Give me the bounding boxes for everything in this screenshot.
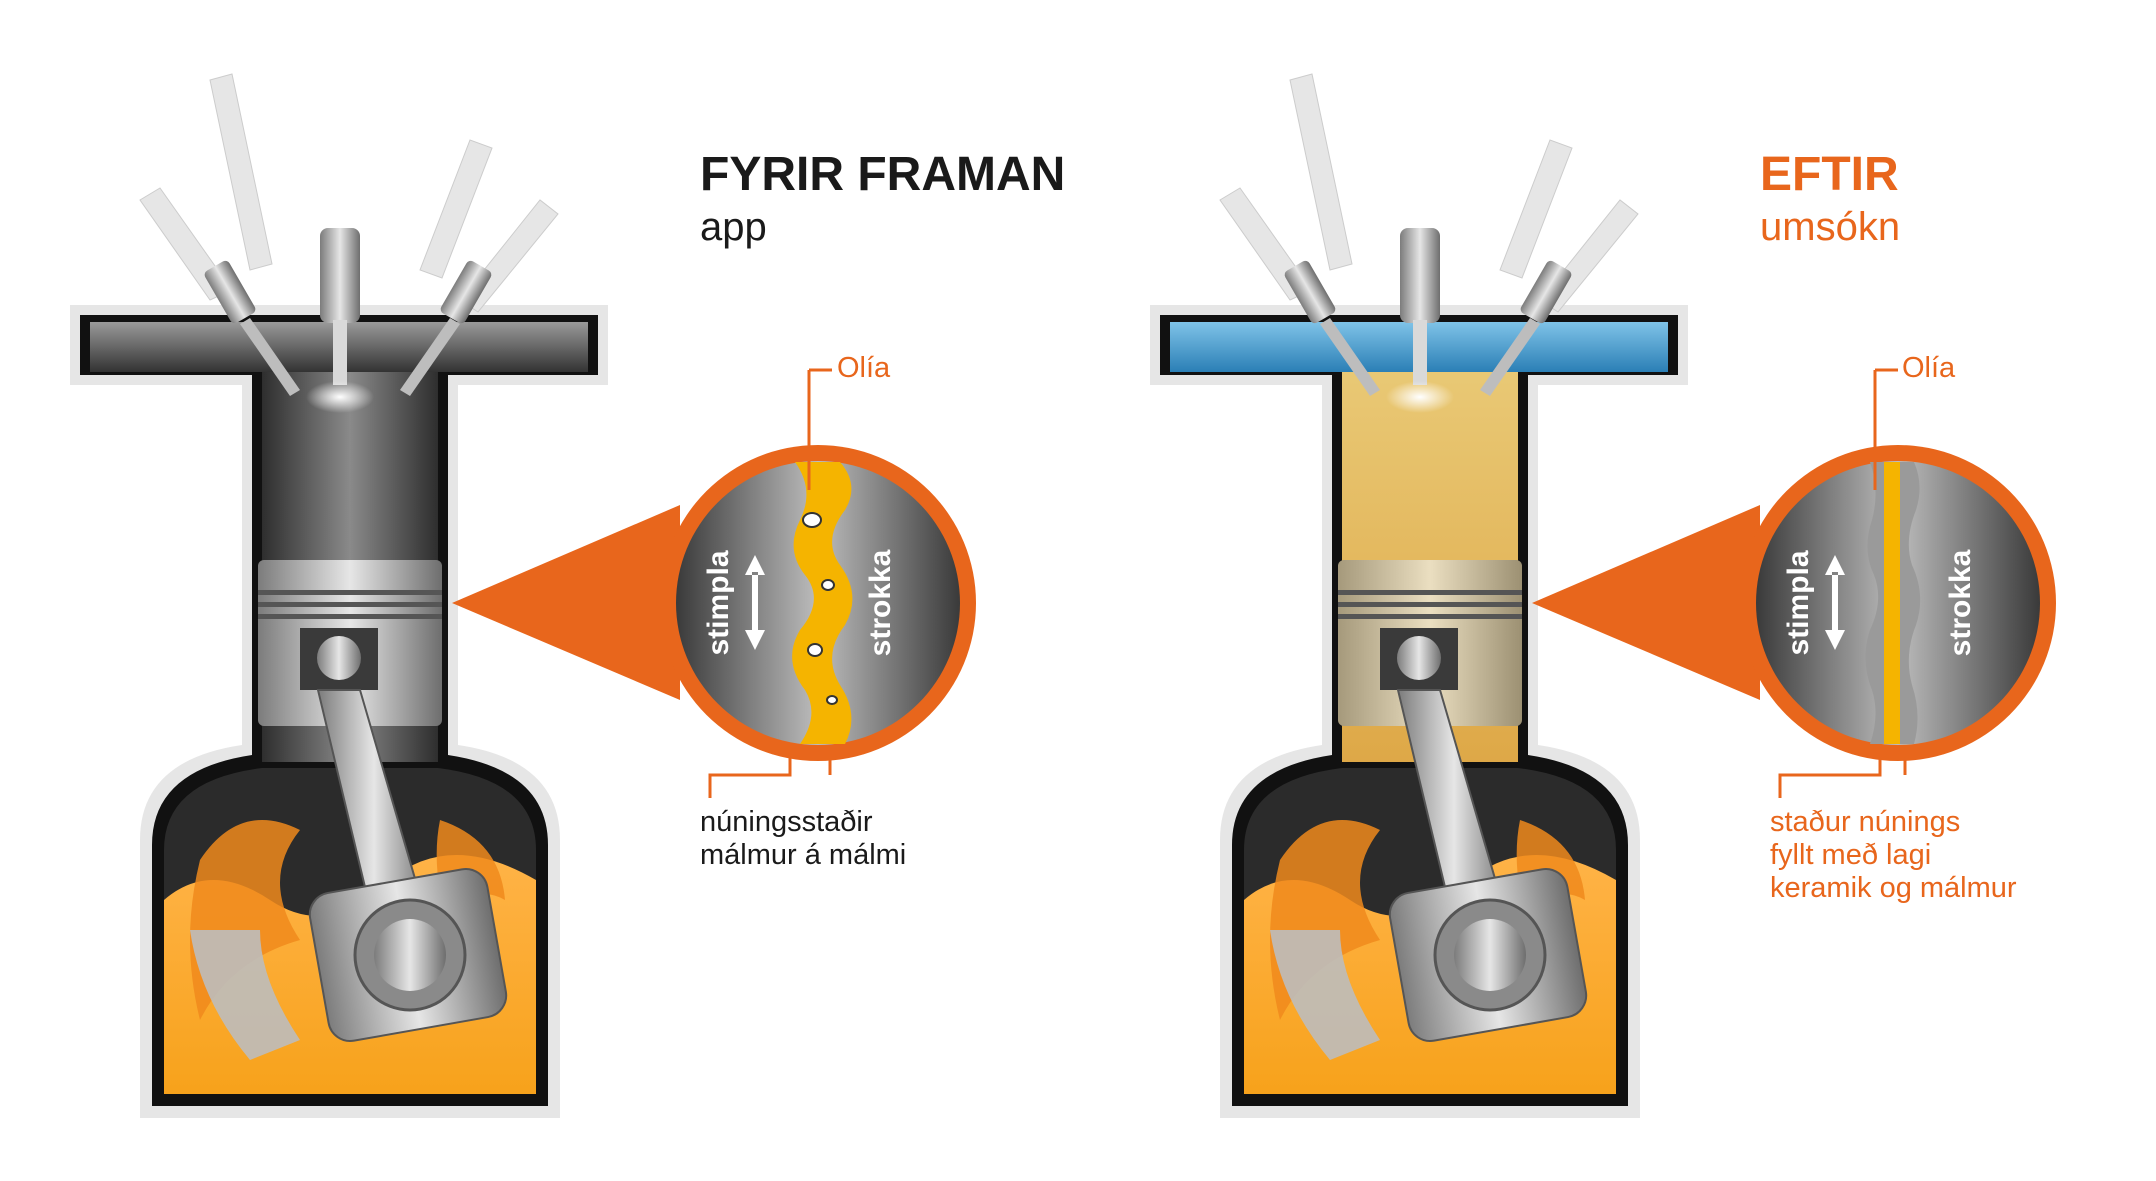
leader-lines-before (708, 368, 832, 798)
piston-pin (317, 636, 361, 680)
note-after-line: staður núnings (1770, 806, 1961, 838)
crank-pin-hole (374, 919, 446, 991)
piston-ring (1338, 590, 1522, 595)
intake-pipe (1289, 73, 1353, 271)
note-before-line: núningsstaðir (700, 806, 873, 838)
piston-ring (258, 614, 442, 619)
metal-particle (826, 695, 838, 705)
valve-left (1284, 260, 1336, 324)
after-heading: EFTIR umsókn (1760, 148, 1901, 250)
cylinder-label-after: strokka (1944, 549, 1977, 656)
oil-film-smooth (1884, 462, 1900, 744)
after-title: EFTIR (1760, 148, 1899, 201)
oil-film-rough (792, 462, 853, 744)
zoom-circle-before (660, 445, 976, 761)
crank-counterweight (1270, 930, 1380, 1060)
valve-stem (1320, 318, 1380, 396)
valve-right (440, 260, 492, 324)
ceramic-layer-right (1900, 462, 1921, 744)
cylinder-label-before: strokka (864, 549, 897, 656)
spark-plug (320, 228, 360, 323)
after-subtitle: umsókn (1760, 205, 1901, 250)
before-subtitle: app (700, 205, 767, 250)
oil-label-after: Olía (1902, 352, 1956, 384)
valve-stem (240, 318, 300, 396)
piston-ring (1338, 614, 1522, 619)
note-before: núningsstaðir málmur á málmi (700, 806, 906, 872)
crank-counterweight (190, 930, 300, 1060)
valve-right (1520, 260, 1572, 324)
oil-label-before: Olía (837, 352, 891, 384)
engine-before (70, 73, 608, 1118)
spark-plug-tip (1413, 320, 1427, 385)
before-heading: FYRIR FRAMAN app (700, 148, 1066, 250)
crank-pin-hole (1454, 919, 1526, 991)
callout-cone-after (1532, 505, 1760, 700)
spark-plug (1400, 228, 1440, 323)
piston-pin (1397, 636, 1441, 680)
spark-flash (1386, 381, 1454, 413)
metal-particle (802, 512, 822, 528)
note-after-line: keramik og málmur (1770, 872, 2017, 904)
exhaust-pipe (1499, 139, 1573, 279)
piston-ring (258, 602, 442, 607)
note-after: staður núnings fyllt með lagi keramik og… (1770, 806, 2017, 905)
motion-arrow (1825, 555, 1845, 650)
engine-after (1150, 73, 1688, 1118)
metal-particle (807, 643, 823, 657)
piston-ring (258, 590, 442, 595)
note-after-line: fyllt með lagi (1770, 839, 1932, 871)
metal-particle (821, 579, 835, 591)
exhaust-pipe (419, 139, 493, 279)
piston-label-before: stimpla (702, 550, 735, 655)
spark-flash (306, 381, 374, 413)
piston-label-after: stimpla (1782, 550, 1815, 655)
zoom-circle-after (1740, 445, 2056, 761)
intake-pipe (209, 73, 273, 271)
ceramic-layer-left (1865, 462, 1884, 744)
leader-lines-after (1778, 368, 1907, 798)
valve-left (204, 260, 256, 324)
piston-ring (1338, 602, 1522, 607)
note-before-line: málmur á málmi (700, 839, 907, 871)
valve-stem (1480, 318, 1540, 396)
before-title: FYRIR FRAMAN (700, 148, 1066, 201)
motion-arrow (745, 555, 765, 650)
callout-cone-before (452, 505, 680, 700)
valve-stem (400, 318, 460, 396)
spark-plug-tip (333, 320, 347, 385)
